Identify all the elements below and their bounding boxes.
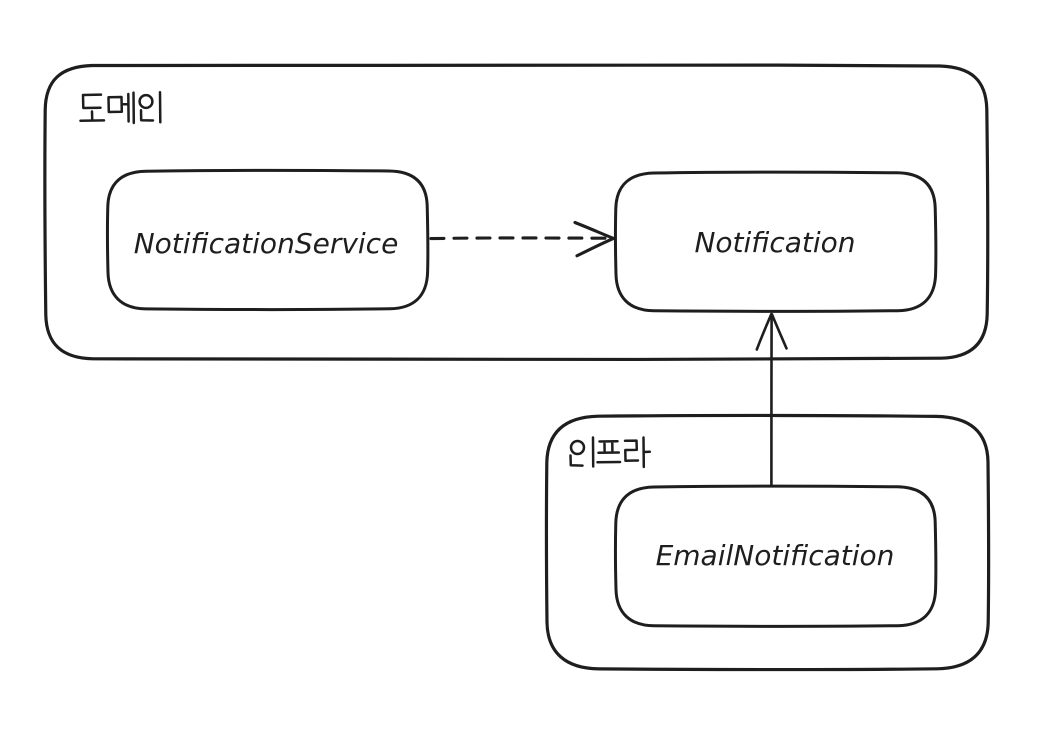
hangul-in	[139, 91, 162, 124]
notification-service-label: NotificationService	[134, 227, 399, 260]
notification-service-node: NotificationService	[105, 168, 430, 312]
edge-emailnotification-to-notification	[755, 312, 788, 486]
hangul-in2-circle	[569, 439, 586, 456]
solid-arrow-head	[755, 312, 788, 351]
diagram-shapes: NotificationService Notification EmailNo…	[43, 62, 991, 672]
notification-node: Notification	[613, 170, 938, 313]
hangul-ra	[623, 436, 652, 469]
email-notification-label: EmailNotification	[656, 539, 895, 572]
edge-notificationservice-to-notification	[429, 220, 616, 258]
notification-label: Notification	[694, 226, 855, 259]
hangul-in-circle	[138, 93, 154, 110]
infra-container-label	[569, 436, 652, 469]
notification-box	[613, 170, 938, 313]
notification-service-box	[105, 168, 430, 312]
email-notification-node: EmailNotification	[613, 484, 938, 628]
hangul-in2	[569, 436, 595, 468]
dashed-arrow-head	[573, 220, 616, 258]
domain-container-label	[79, 91, 162, 125]
hangul-peu	[596, 439, 622, 464]
email-notification-box	[613, 484, 938, 628]
hangul-me	[107, 91, 136, 125]
hangul-do	[79, 93, 106, 123]
